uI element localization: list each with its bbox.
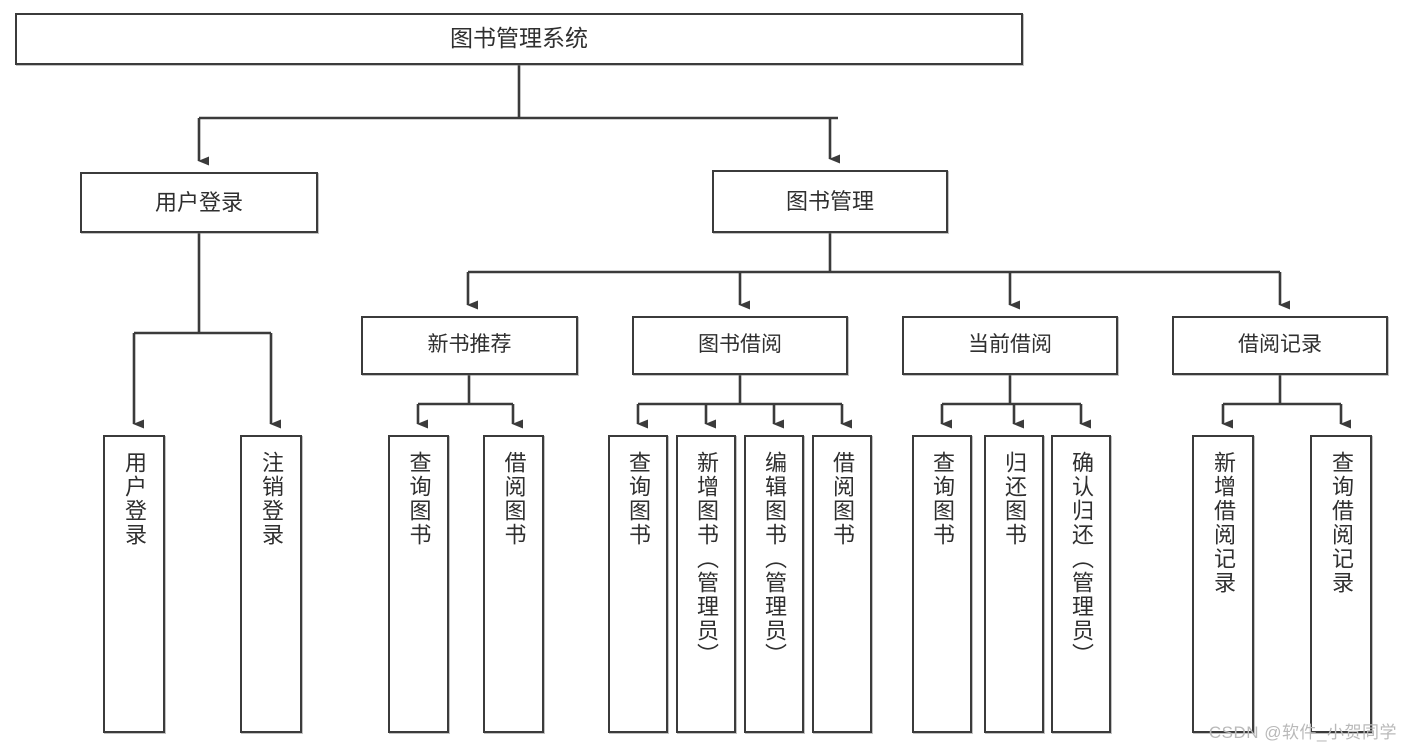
- node-book-borrow-label: 图书借阅: [698, 333, 782, 357]
- node-new-book-rec[interactable]: 新书推荐: [361, 316, 578, 375]
- node-leaf-label: 查询借阅记录: [1329, 451, 1354, 595]
- node-leaf-label: 注销登录: [259, 451, 284, 547]
- node-leaf-label: 归还图书: [1002, 451, 1027, 547]
- node-leaf-label: 新增借阅记录: [1211, 451, 1236, 595]
- node-leaf-edit-book[interactable]: 编辑图书（管理员）: [744, 435, 804, 733]
- node-leaf-add-book[interactable]: 新增图书（管理员）: [676, 435, 736, 733]
- node-leaf-label: 编辑图书（管理员）: [762, 451, 787, 667]
- node-leaf-label: 借阅图书: [830, 451, 855, 547]
- node-leaf-user-login[interactable]: 用户登录: [103, 435, 165, 733]
- node-leaf-label: 新增图书（管理员）: [694, 451, 719, 667]
- node-book-borrow[interactable]: 图书借阅: [632, 316, 848, 375]
- node-leaf-borrow-book[interactable]: 借阅图书: [812, 435, 872, 733]
- node-leaf-label: 查询图书: [930, 451, 955, 547]
- node-leaf-logout[interactable]: 注销登录: [240, 435, 302, 733]
- node-leaf-query-record[interactable]: 查询借阅记录: [1310, 435, 1372, 733]
- node-leaf-query-book-rec[interactable]: 查询图书: [388, 435, 449, 733]
- node-leaf-label: 确认归还（管理员）: [1069, 451, 1094, 667]
- node-user-login[interactable]: 用户登录: [80, 172, 318, 233]
- node-root[interactable]: 图书管理系统: [15, 13, 1023, 65]
- node-leaf-confirm-return[interactable]: 确认归还（管理员）: [1051, 435, 1111, 733]
- node-leaf-return-book[interactable]: 归还图书: [984, 435, 1044, 733]
- node-leaf-label: 借阅图书: [501, 451, 527, 547]
- node-leaf-add-record[interactable]: 新增借阅记录: [1192, 435, 1254, 733]
- node-leaf-query-book-cur[interactable]: 查询图书: [912, 435, 972, 733]
- node-book-manage-label: 图书管理: [785, 188, 874, 214]
- node-borrow-record[interactable]: 借阅记录: [1172, 316, 1388, 375]
- node-leaf-label: 查询图书: [626, 451, 651, 547]
- node-leaf-label: 用户登录: [122, 451, 147, 547]
- node-leaf-label: 查询图书: [406, 451, 432, 547]
- node-root-label: 图书管理系统: [450, 25, 588, 52]
- node-leaf-borrow-book-rec[interactable]: 借阅图书: [483, 435, 544, 733]
- node-current-borrow-label: 当前借阅: [968, 333, 1052, 357]
- csdn-watermark: CSDN @软件_小贺同学: [1208, 723, 1397, 742]
- node-current-borrow[interactable]: 当前借阅: [902, 316, 1118, 375]
- node-leaf-query-book[interactable]: 查询图书: [608, 435, 668, 733]
- node-user-login-label: 用户登录: [154, 189, 243, 215]
- node-book-manage[interactable]: 图书管理: [712, 170, 948, 233]
- node-borrow-record-label: 借阅记录: [1238, 333, 1322, 357]
- node-new-book-rec-label: 新书推荐: [427, 333, 512, 357]
